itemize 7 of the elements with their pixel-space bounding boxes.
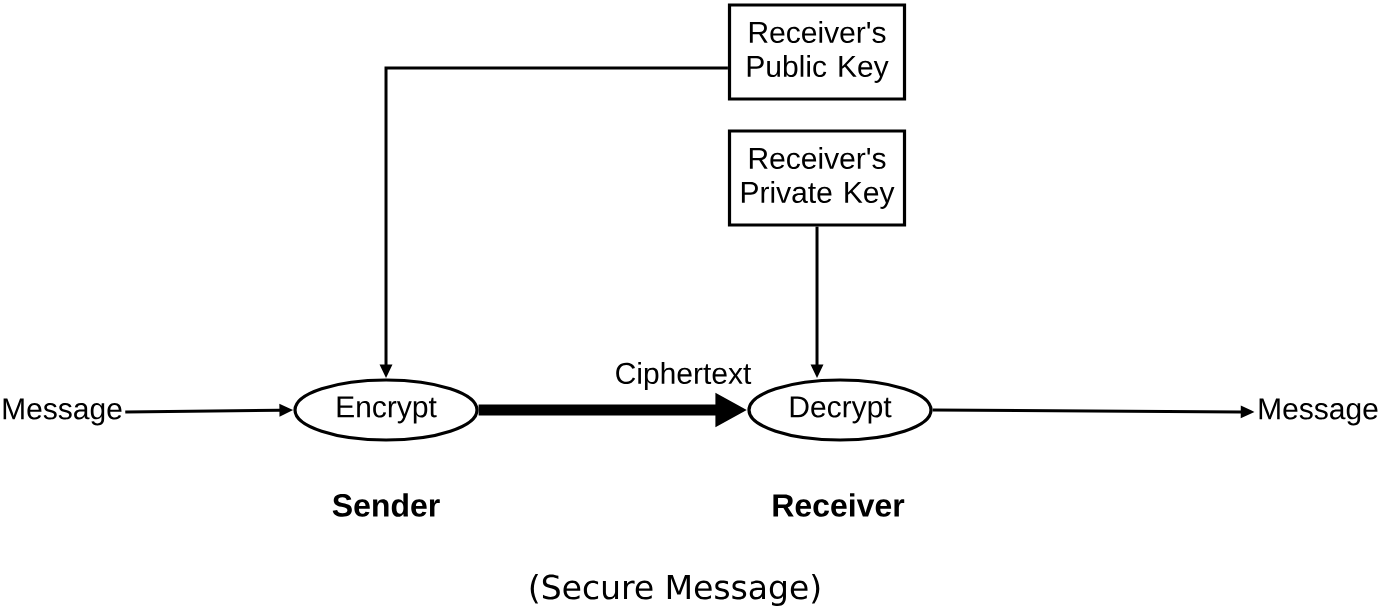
caption-text: (Secure Message) [530, 574, 820, 606]
role-label: Sender [332, 493, 440, 517]
message-text: Message [3, 398, 122, 426]
message-text: Message [1259, 398, 1378, 426]
key-box: Receiver's Public Key [727, 3, 907, 101]
role-label: Receiver [773, 493, 905, 517]
key-box: Receiver's Private Key [727, 129, 907, 227]
